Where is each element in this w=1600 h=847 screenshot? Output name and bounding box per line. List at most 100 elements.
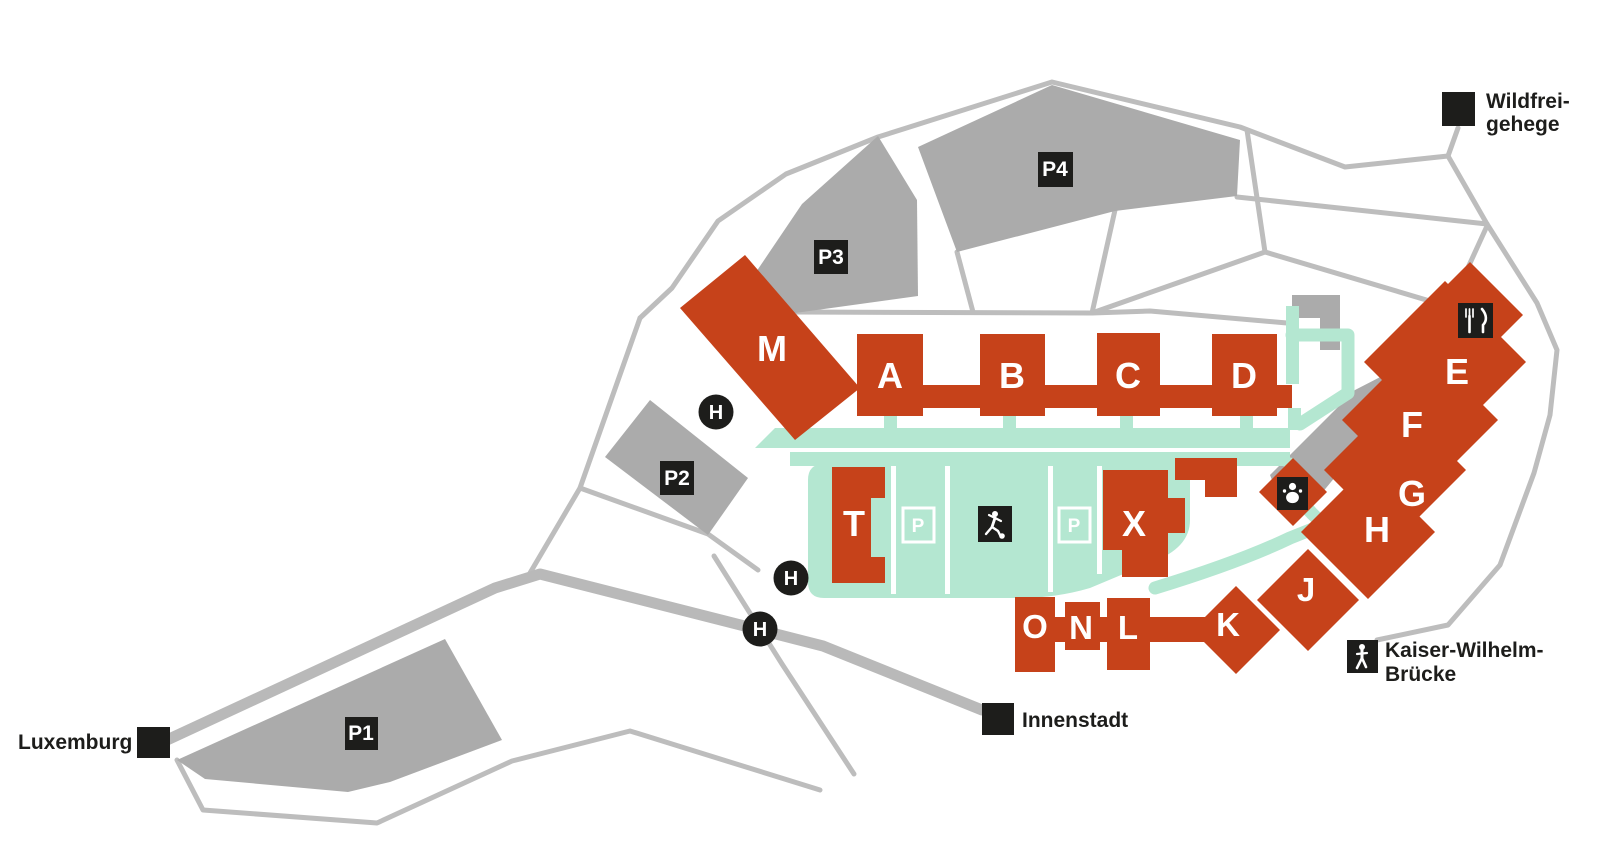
building-f-label: F (1401, 404, 1423, 445)
building-t-label: T (843, 503, 865, 544)
campus-buildings (680, 255, 1526, 674)
parking-lot-p1 (177, 639, 502, 792)
road-south-cross (711, 553, 857, 777)
bus-stop-letter: H (753, 619, 767, 641)
luxemburg-label: Luxemburg (18, 731, 132, 754)
building-t-shape (832, 467, 885, 583)
bus-stop-icon (698, 394, 734, 430)
road-cross-x (1089, 249, 1268, 316)
walkway-south-curve (1148, 513, 1342, 595)
road-p4-east-edge (1244, 127, 1268, 255)
kaiser-wilhelm-bruecke-label-line1: Kaiser-Wilhelm- (1385, 639, 1544, 662)
building-c-label: C (1115, 355, 1141, 396)
bus-stop-marker: H (773, 560, 809, 596)
wildfreigehege-marker (1442, 92, 1475, 126)
parking-p2-label: P2 (664, 467, 690, 490)
parking-p-icon (1057, 506, 1092, 544)
gray-building-small (1292, 295, 1340, 350)
road-p4-stub-2 (1089, 207, 1118, 316)
walkway-loop-d (1285, 328, 1355, 431)
wildfreigehege-label-line1: Wildfrei- (1486, 90, 1570, 113)
building-l-label: L (1118, 609, 1138, 646)
walkway-connector-c (1120, 414, 1133, 430)
plaza-separator (1097, 466, 1102, 574)
building-j-shape (1257, 549, 1359, 651)
road-p4-stub-1 (954, 249, 976, 315)
parking-p-letter: P (1068, 516, 1081, 537)
childcare-marker (1277, 477, 1308, 510)
parking-p1-box (345, 717, 378, 750)
walkway-stem-upper (1286, 306, 1299, 384)
parking-lot-p3 (752, 136, 918, 313)
building-h-shape (1301, 465, 1435, 599)
destination-markers: Wildfrei- gehege Luxemburg Innenstadt Ka… (18, 90, 1570, 758)
sports-field-marker (978, 506, 1012, 542)
parking-p2-box (660, 461, 694, 495)
bus-stop-icon (773, 560, 809, 596)
parking-labels: P1 P2 P3 P4 (345, 152, 1073, 750)
bus-stop-letter: H (784, 568, 798, 590)
building-l-shape (1107, 598, 1150, 670)
bus-stop-icon (742, 611, 778, 647)
road-right-perimeter (1374, 153, 1560, 643)
fork-knife-icon (1458, 303, 1493, 338)
parking-garage-icon: P (901, 506, 936, 544)
parking-lot-p4 (918, 85, 1240, 252)
wildfreigehege-label-line2: gehege (1486, 113, 1560, 136)
building-a-label: A (877, 355, 903, 396)
parking-p-letter: P (912, 516, 925, 537)
road-wildfreigehege-stub (1445, 125, 1461, 159)
building-g-label: G (1398, 473, 1426, 514)
building-row-connector (900, 385, 1292, 408)
building-e-label: E (1445, 351, 1469, 392)
parking-p4-label: P4 (1042, 158, 1068, 181)
road-below-p3-p4 (792, 308, 1290, 326)
walkway-connector-b (1003, 414, 1016, 430)
building-n-label: N (1069, 609, 1093, 646)
road-bottom-left (174, 728, 823, 826)
parking-p3-box (814, 240, 848, 274)
pedestrian-bridge-marker (1347, 640, 1378, 673)
bus-stop-marker: H (742, 611, 778, 647)
building-n-shape (1065, 602, 1100, 650)
plaza-separator (945, 466, 950, 594)
building-k-label: K (1216, 606, 1240, 643)
building-j-label: J (1297, 571, 1315, 608)
bus-stop-letter: H (709, 402, 723, 424)
building-small-north-of-chain (1175, 458, 1237, 497)
kaiser-wilhelm-bruecke-label-line2: Brücke (1385, 663, 1456, 686)
road-upper-right-cross (1234, 194, 1490, 227)
building-x-label: X (1122, 503, 1146, 544)
plaza-separator (1048, 466, 1053, 592)
parking-p4-box (1038, 152, 1073, 187)
building-o-shape (1015, 597, 1055, 672)
building-b-label: B (999, 355, 1025, 396)
building-m-shape (680, 255, 860, 440)
building-h-label: H (1364, 509, 1390, 550)
building-d-label: D (1231, 355, 1257, 396)
building-labels: A B C D M T X E F G H J K L N O (757, 328, 1469, 646)
innenstadt-label: Innenstadt (1022, 709, 1128, 732)
parking-garage-icon: P (1057, 506, 1092, 544)
walkway-band-lower (790, 452, 1290, 466)
walkway-band-upper (755, 428, 1290, 448)
bus-stops: H H H (698, 394, 809, 647)
walkway-connector-a (884, 414, 897, 430)
parking-p-icon (901, 506, 936, 544)
walkway-connector-d (1240, 414, 1253, 430)
parking-p1-label: P1 (348, 722, 374, 745)
building-k-shape (1192, 586, 1280, 674)
restaurant-marker (1458, 303, 1493, 338)
parking-p3-label: P3 (818, 246, 844, 269)
luxemburg-marker (137, 727, 170, 758)
innenstadt-marker (982, 703, 1014, 735)
road-main-access (161, 568, 988, 746)
building-m-label: M (757, 328, 787, 369)
bus-stop-marker: H (698, 394, 734, 430)
road-diagonal-east (1262, 249, 1453, 310)
plaza-separators (891, 466, 1102, 594)
plaza-separator (891, 466, 896, 594)
parking-garage-icons: P P (901, 506, 1092, 544)
